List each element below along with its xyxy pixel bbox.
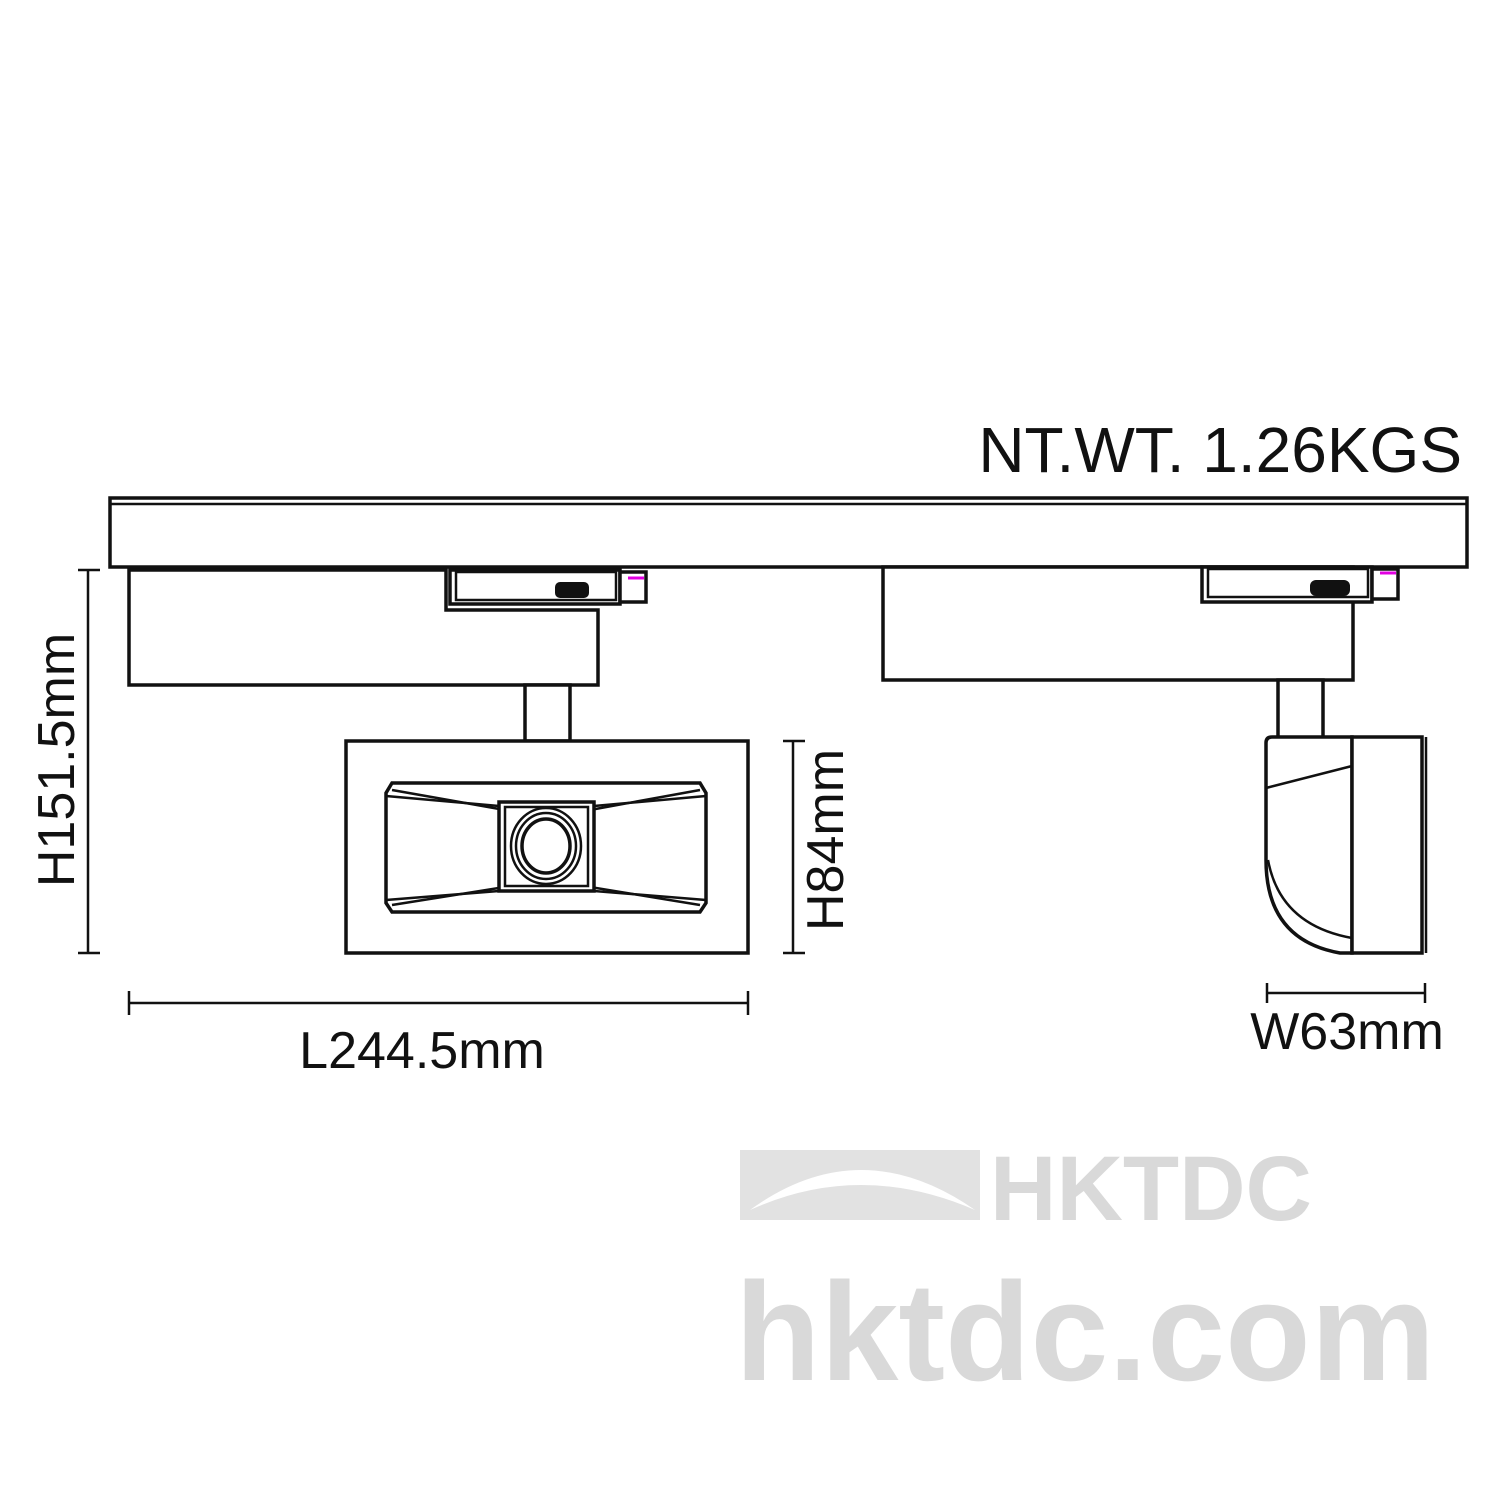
- dimension-height-head: H84mm: [783, 739, 855, 955]
- net-weight-label: NT.WT. 1.26KGS: [978, 414, 1462, 486]
- track-rail: [108, 496, 1469, 569]
- watermark-logo-text: HKTDC: [990, 1138, 1312, 1240]
- track-adapter-front: [448, 568, 648, 606]
- side-view: [881, 565, 1428, 955]
- dimension-length: L244.5mm: [127, 991, 750, 1080]
- lens-outer-ring: [509, 806, 583, 886]
- driver-box-front: [127, 568, 600, 687]
- track-adapter-side: [1200, 565, 1400, 604]
- dimension-height-total: H151.5mm: [28, 568, 100, 955]
- watermark-logo-swoosh: [750, 1170, 975, 1210]
- reflector-front: [384, 781, 708, 914]
- lamp-face-side: [1350, 735, 1424, 955]
- length-label: L244.5mm: [299, 1022, 545, 1080]
- height-total-label: H151.5mm: [28, 633, 86, 887]
- front-view: [127, 568, 750, 955]
- height-head-label: H84mm: [797, 749, 855, 931]
- watermark: HKTDC hktdc.com: [735, 1138, 1435, 1410]
- watermark-site-text: hktdc.com: [735, 1253, 1435, 1410]
- width-label: W63mm: [1250, 1003, 1444, 1061]
- lens: [520, 817, 572, 875]
- lamp-body-side: [1264, 735, 1354, 955]
- stem-front: [523, 683, 572, 743]
- dimension-width: W63mm: [1250, 983, 1444, 1061]
- stem-side: [1276, 678, 1325, 740]
